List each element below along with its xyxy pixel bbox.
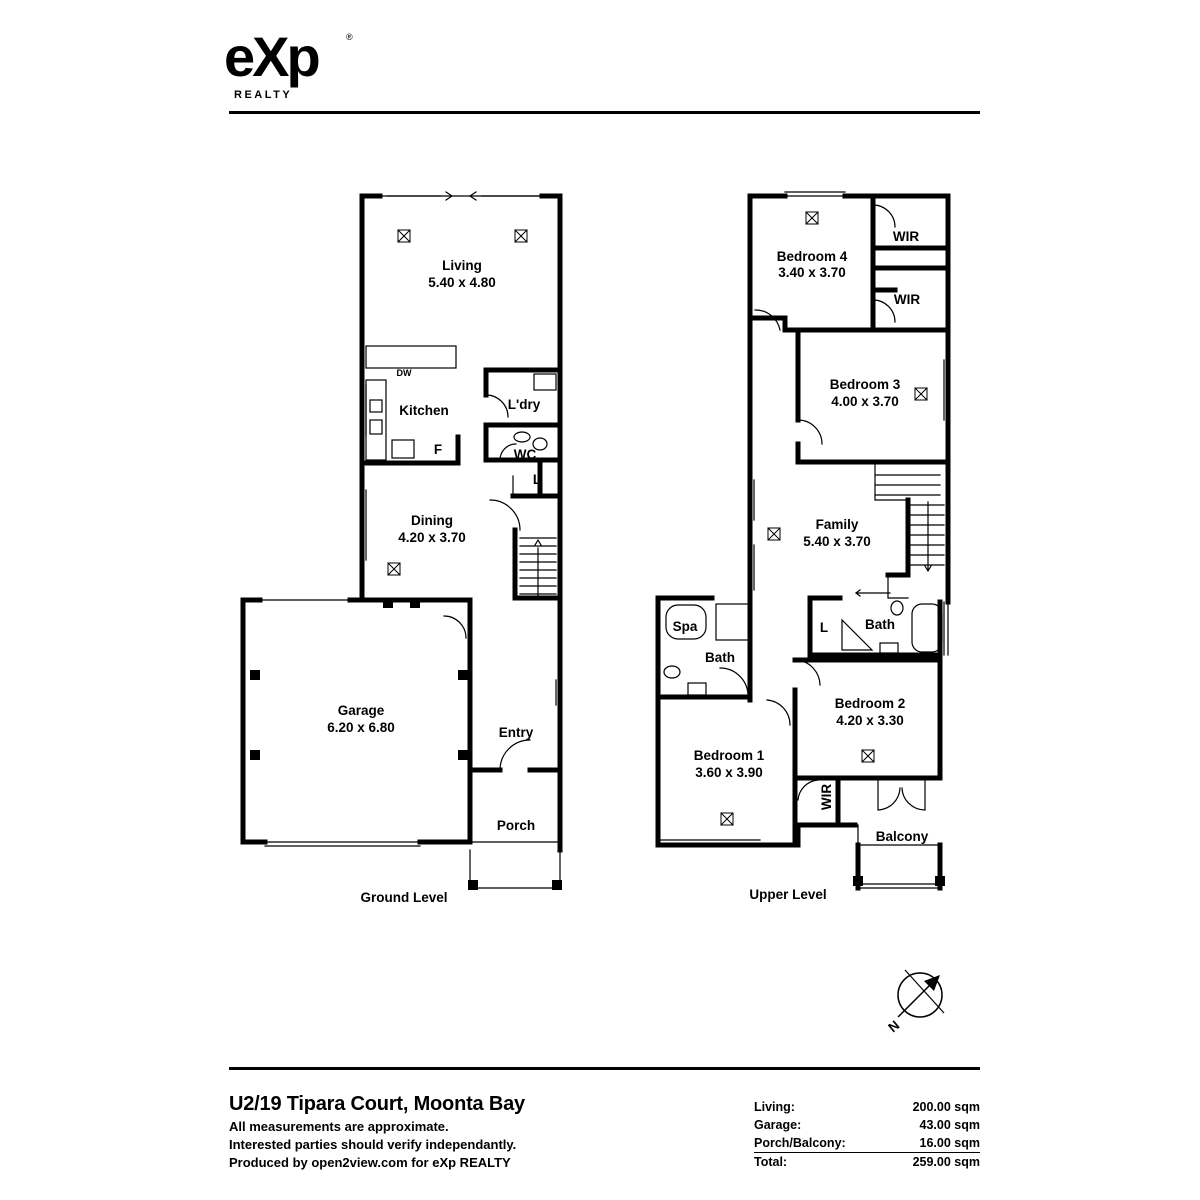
room-living-name: Living — [442, 258, 482, 273]
room-laundry-name: L'dry — [508, 397, 541, 412]
area-value: 200.00 sqm — [912, 1100, 980, 1114]
room-linen-name: L — [533, 472, 541, 487]
area-label: Garage: — [754, 1118, 802, 1132]
property-address: U2/19 Tipara Court, Moonta Bay — [229, 1093, 525, 1115]
room-bath2-name: Bath — [865, 617, 895, 632]
room-living-dims: 5.40 x 4.80 — [428, 275, 496, 290]
room-garage-name: Garage — [338, 703, 385, 718]
footer-note-3: Produced by open2view.com for eXp REALTY — [229, 1155, 511, 1170]
room-dw-name: DW — [397, 368, 412, 378]
upper-level-posts — [853, 876, 945, 886]
area-label: Porch/Balcony: — [754, 1136, 846, 1150]
compass-ring — [897, 972, 943, 1018]
compass-needle — [897, 980, 935, 1018]
total-label: Total: — [754, 1155, 788, 1169]
room-entry-name: Entry — [499, 725, 534, 740]
footer-note-1: All measurements are approximate. — [229, 1119, 449, 1134]
area-row-porch-balcony: Porch/Balcony: 16.00 sqm — [754, 1134, 980, 1152]
area-row-total: Total: 259.00 sqm — [754, 1152, 980, 1171]
compass-arrow-icon — [924, 975, 940, 991]
room-family-dims: 5.40 x 3.70 — [803, 534, 871, 549]
room-bedroom1-dims: 3.60 x 3.90 — [695, 765, 763, 780]
room-kitchen-name: Kitchen — [399, 403, 449, 418]
room-linen2-name: L — [820, 620, 828, 635]
area-value: 43.00 sqm — [919, 1118, 980, 1132]
room-spa-name: Spa — [673, 619, 698, 634]
total-value: 259.00 sqm — [912, 1155, 980, 1169]
room-bedroom3-name: Bedroom 3 — [830, 377, 901, 392]
compass-label: N — [885, 1018, 902, 1036]
logo-trademark: ® — [346, 32, 353, 42]
area-value: 16.00 sqm — [919, 1136, 980, 1150]
footer-rule — [229, 1067, 980, 1070]
room-wir1-name: WIR — [893, 229, 919, 244]
ground-level-label: Ground Level — [360, 890, 447, 905]
room-family-name: Family — [816, 517, 859, 532]
area-label: Living: — [754, 1100, 795, 1114]
logo-subtext: REALTY — [234, 89, 292, 101]
ground-level-walls — [240, 193, 563, 853]
upper-level-label: Upper Level — [749, 887, 826, 902]
room-bedroom2-dims: 4.20 x 3.30 — [836, 713, 904, 728]
room-bedroom2-name: Bedroom 2 — [835, 696, 906, 711]
logo-wordmark: eXp — [224, 28, 318, 88]
room-balcony-name: Balcony — [876, 829, 929, 844]
area-row-garage: Garage: 43.00 sqm — [754, 1116, 980, 1134]
ceiling-fixtures — [387, 211, 928, 826]
room-dining-dims: 4.20 x 3.70 — [398, 530, 466, 545]
room-fridge-name: F — [434, 442, 442, 457]
room-wc-name: WC — [514, 447, 537, 462]
room-bath1-name: Bath — [705, 650, 735, 665]
room-bedroom3-dims: 4.00 x 3.70 — [831, 394, 899, 409]
room-wir3-name: WIR — [819, 784, 834, 810]
exp-realty-logo: eXp ® REALTY — [224, 28, 353, 101]
room-bedroom4-name: Bedroom 4 — [777, 249, 848, 264]
footer-note-2: Interested parties should verify indepen… — [229, 1137, 517, 1152]
upper-level-thin — [657, 191, 949, 889]
room-garage-dims: 6.20 x 6.80 — [327, 720, 395, 735]
area-summary-table: Living: 200.00 sqm Garage: 43.00 sqm Por… — [754, 1098, 980, 1171]
room-dining-name: Dining — [411, 513, 453, 528]
north-compass: N — [885, 969, 945, 1036]
room-porch-name: Porch — [497, 818, 535, 833]
room-wir2-name: WIR — [894, 292, 920, 307]
header-rule — [229, 111, 980, 114]
area-row-living: Living: 200.00 sqm — [754, 1098, 980, 1116]
ground-level-thin — [252, 191, 561, 889]
room-bedroom1-name: Bedroom 1 — [694, 748, 765, 763]
room-bedroom4-dims: 3.40 x 3.70 — [778, 265, 846, 280]
ground-level-posts — [250, 598, 562, 890]
